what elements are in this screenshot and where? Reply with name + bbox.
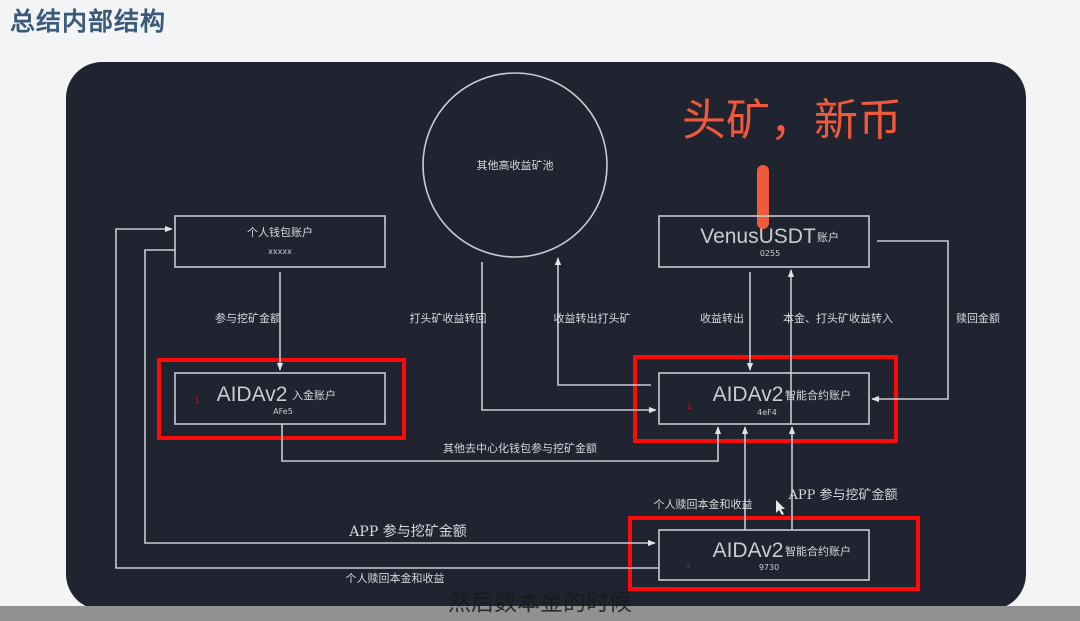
- deposit-code: AFe5: [273, 407, 293, 416]
- contract2-label: AIDAv2: [713, 539, 784, 562]
- edge-label: APP 参与挖矿金额: [348, 523, 466, 540]
- edge-label: 本金、打头矿收益转入: [783, 311, 893, 325]
- deposit-sub: 入金账户: [292, 388, 336, 402]
- contract2-sub: 智能合约账户: [785, 544, 851, 558]
- mouse-cursor-icon: [776, 500, 785, 515]
- edge-app-left: APP 参与挖矿金额: [144, 249, 656, 547]
- edge-redeem: 赎回金额: [871, 240, 1000, 403]
- edge-label: APP 参与挖矿金额: [787, 487, 897, 503]
- contract-code: 4eF4: [757, 408, 777, 417]
- edge-label: 其他去中心化钱包参与挖矿金额: [443, 441, 597, 455]
- edge-label: 参与挖矿金额: [215, 311, 281, 325]
- wallet-code: xxxxx: [268, 247, 292, 256]
- edge-personal-redeem-bottom: 个人赎回本金和收益: [115, 225, 659, 585]
- edge-out-to-head: 收益转出打头矿: [554, 257, 651, 386]
- edge-wallet-deposit: 参与挖矿金额: [215, 272, 284, 371]
- node-wallet: 个人钱包账户 xxxxx: [174, 215, 386, 268]
- contract-sub: 智能合约账户: [785, 388, 851, 402]
- slide-title: 总结内部结构: [10, 7, 167, 36]
- wallet-label: 个人钱包账户: [247, 225, 313, 239]
- edge-personal-redeem-mid: 个人赎回本金和收益: [654, 426, 753, 530]
- edge-profit-out: 收益转出: [700, 272, 754, 371]
- node-contract2: AIDAv2 智能合约账户 9730 3: [628, 516, 920, 591]
- node-venus: VenusUSDT 账户 0255: [658, 215, 870, 268]
- edge-label: 收益转出: [700, 311, 744, 325]
- contract2-number: 3: [686, 562, 690, 570]
- edge-label: 个人赎回本金和收益: [346, 571, 445, 585]
- venus-sub: 账户: [817, 230, 839, 244]
- pool-label: 其他高收益矿池: [477, 158, 554, 172]
- edge-label: 收益转出打头矿: [554, 311, 631, 325]
- deposit-number: 1: [195, 397, 199, 405]
- contract-number: 2: [687, 403, 691, 411]
- annotation-text: 头矿，新币: [682, 95, 902, 146]
- edge-app-mid: APP 参与挖矿金额: [787, 426, 898, 530]
- edge-principal-in: 本金、打头矿收益转入: [783, 269, 893, 424]
- bottom-strip: [0, 606, 1080, 621]
- node-pool: 其他高收益矿池: [422, 72, 608, 258]
- node-contract: AIDAv2 智能合约账户 4eF4 2: [633, 355, 898, 443]
- edge-other-wallets: 其他去中心化钱包参与挖矿金额: [281, 424, 722, 462]
- venus-code: 0255: [760, 249, 780, 258]
- edge-label: 个人赎回本金和收益: [654, 497, 753, 511]
- venus-label: VenusUSDT: [700, 225, 816, 248]
- edge-label: 赎回金额: [956, 311, 1000, 325]
- edge-label: 打头矿收益转回: [410, 311, 487, 325]
- edge-head-return: 打头矿收益转回: [410, 262, 657, 414]
- highlight-box-3: [628, 516, 920, 591]
- video-caption: 然后数本金的时候: [448, 590, 632, 616]
- contract2-code: 9730: [759, 563, 779, 572]
- deposit-label: AIDAv2: [217, 383, 288, 406]
- contract-label: AIDAv2: [713, 383, 784, 406]
- annotation-mark: [757, 165, 769, 229]
